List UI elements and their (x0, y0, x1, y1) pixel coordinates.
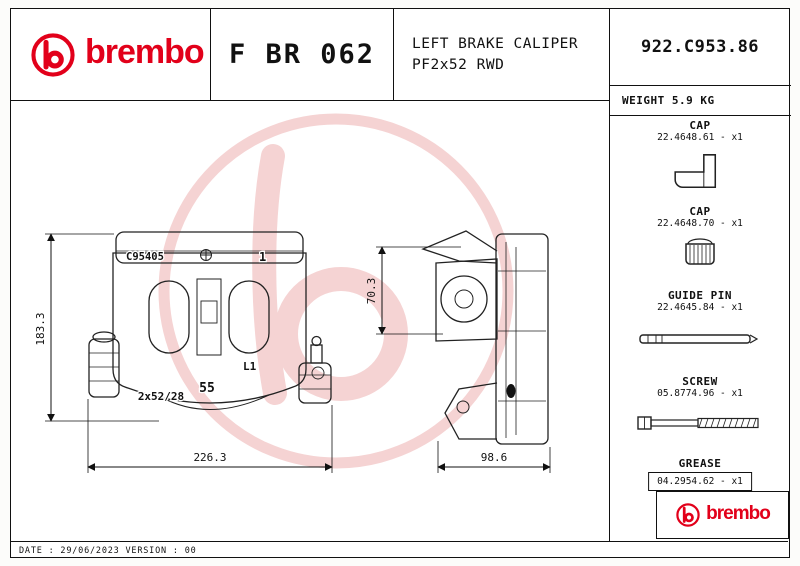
product-name-line2: PF2x52 RWD (412, 56, 505, 73)
part-5-number: 04.2954.62 - x1 (648, 472, 752, 491)
header-part-code-cell: F BR 062 (211, 9, 394, 101)
l1-label: L1 (243, 360, 257, 373)
brembo-logo-icon (31, 32, 75, 77)
brand-wordmark: brembo (706, 503, 771, 524)
part-3-name: GUIDE PIN (667, 289, 733, 302)
header-product-cell: LEFT BRAKE CALIPER PF2x52 RWD (394, 9, 609, 101)
part-3-number: 22.4645.84 - x1 (657, 302, 743, 313)
front-height-dim: 183.3 (34, 312, 47, 345)
part-2-number: 22.4648.70 - x1 (657, 218, 743, 229)
brembo-watermark-icon (158, 113, 514, 469)
part-1-number: 22.4648.61 - x1 (657, 132, 743, 143)
part-5-name: GREASE (678, 457, 722, 470)
part-2-name: CAP (689, 205, 711, 218)
footer-divider (11, 541, 788, 542)
header-logo-cell: brembo (11, 9, 211, 101)
part-code: F BR 062 (228, 39, 376, 70)
side-view-drawing (421, 230, 549, 445)
technical-drawing: C95405 1 55 L1 2x52/28 (34, 113, 551, 473)
header-reference-cell: 922.C953.86 (609, 9, 791, 86)
parts-panel-divider (609, 9, 610, 541)
header-weight-cell: WEIGHT 5.9 KG (609, 86, 791, 116)
side-height-dim: 70.3 (365, 278, 378, 305)
piston-count-label: 55 (199, 381, 215, 396)
screw-icon (637, 416, 759, 430)
position-marker-label: 1 (259, 250, 266, 264)
footer-brand-box: brembo (656, 491, 789, 539)
pad-spec-label: 2x52/28 (138, 390, 184, 403)
front-width-dim: 226.3 (193, 451, 226, 464)
guide-pin-icon (639, 334, 759, 344)
brand-wordmark: brembo (85, 33, 205, 71)
part-4-name: SCREW (682, 375, 718, 388)
cap-plug-icon (685, 238, 715, 265)
part-1-name: CAP (689, 119, 711, 132)
orientation-mark-icon (200, 249, 212, 261)
sheet-frame: brembo F BR 062 LEFT BRAKE CALIPER PF2x5… (10, 8, 791, 558)
casting-code-label: C95405 (126, 251, 164, 263)
reference-number: 922.C953.86 (640, 37, 760, 57)
footer-info: DATE : 29/06/2023 VERSION : 00 (19, 546, 197, 556)
dimension-lines (45, 233, 551, 473)
front-view-drawing (88, 231, 332, 410)
product-name-line1: LEFT BRAKE CALIPER (412, 35, 579, 52)
cap-profile-icon (674, 154, 717, 189)
parts-panel: CAP 22.4648.61 - x1 CAP 22.4648.70 - x1 … (609, 116, 791, 541)
part-4-number: 05.8774.96 - x1 (657, 388, 743, 399)
side-width-dim: 98.6 (481, 451, 508, 464)
brembo-logo-icon (676, 503, 700, 527)
weight-label: WEIGHT 5.9 KG (622, 94, 715, 107)
